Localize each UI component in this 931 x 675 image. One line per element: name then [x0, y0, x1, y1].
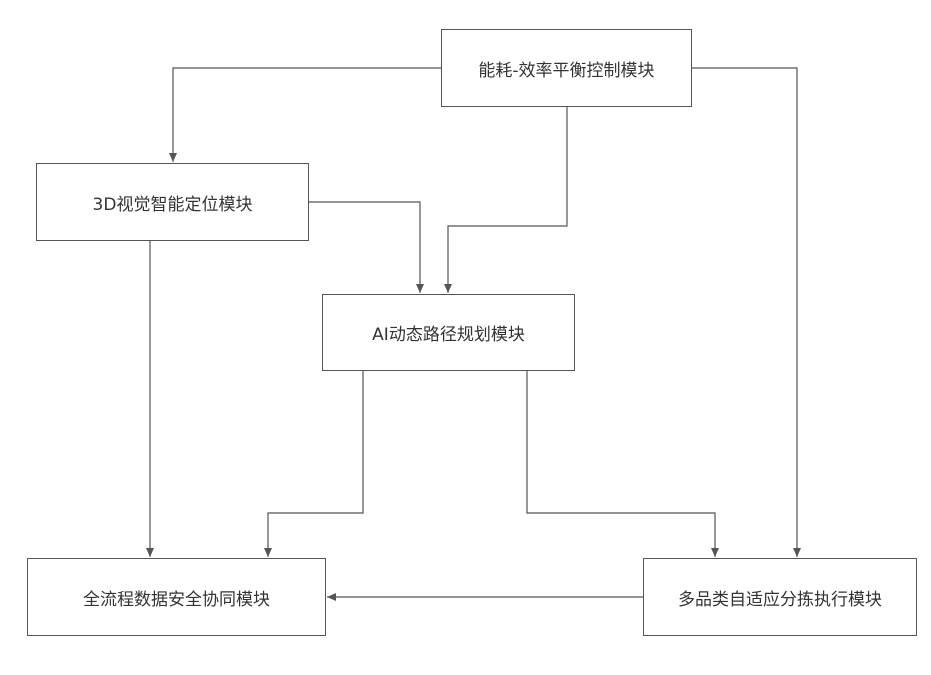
path-module-label: AI动态路径规划模块: [372, 320, 525, 345]
energy-module-label: 能耗-效率平衡控制模块: [478, 56, 654, 81]
sorting-module-label: 多品类自适应分拣执行模块: [678, 585, 882, 610]
3d-vision-positioning-module: 3D视觉智能定位模块: [36, 163, 309, 241]
vision-module-label: 3D视觉智能定位模块: [93, 190, 253, 215]
ai-path-planning-module: AI动态路径规划模块: [322, 294, 575, 371]
edge-energy-to-vision: [173, 68, 441, 162]
edge-path-to-security: [268, 371, 363, 557]
security-module-label: 全流程数据安全协同模块: [83, 585, 270, 610]
edge-vision-to-path: [309, 202, 420, 293]
adaptive-sorting-execution-module: 多品类自适应分拣执行模块: [643, 558, 917, 636]
edge-energy-to-sorting: [692, 68, 797, 557]
energy-efficiency-control-module: 能耗-效率平衡控制模块: [441, 29, 692, 107]
edge-energy-to-path: [448, 107, 567, 293]
data-security-collaboration-module: 全流程数据安全协同模块: [27, 558, 326, 636]
edge-path-to-sorting: [527, 371, 715, 557]
